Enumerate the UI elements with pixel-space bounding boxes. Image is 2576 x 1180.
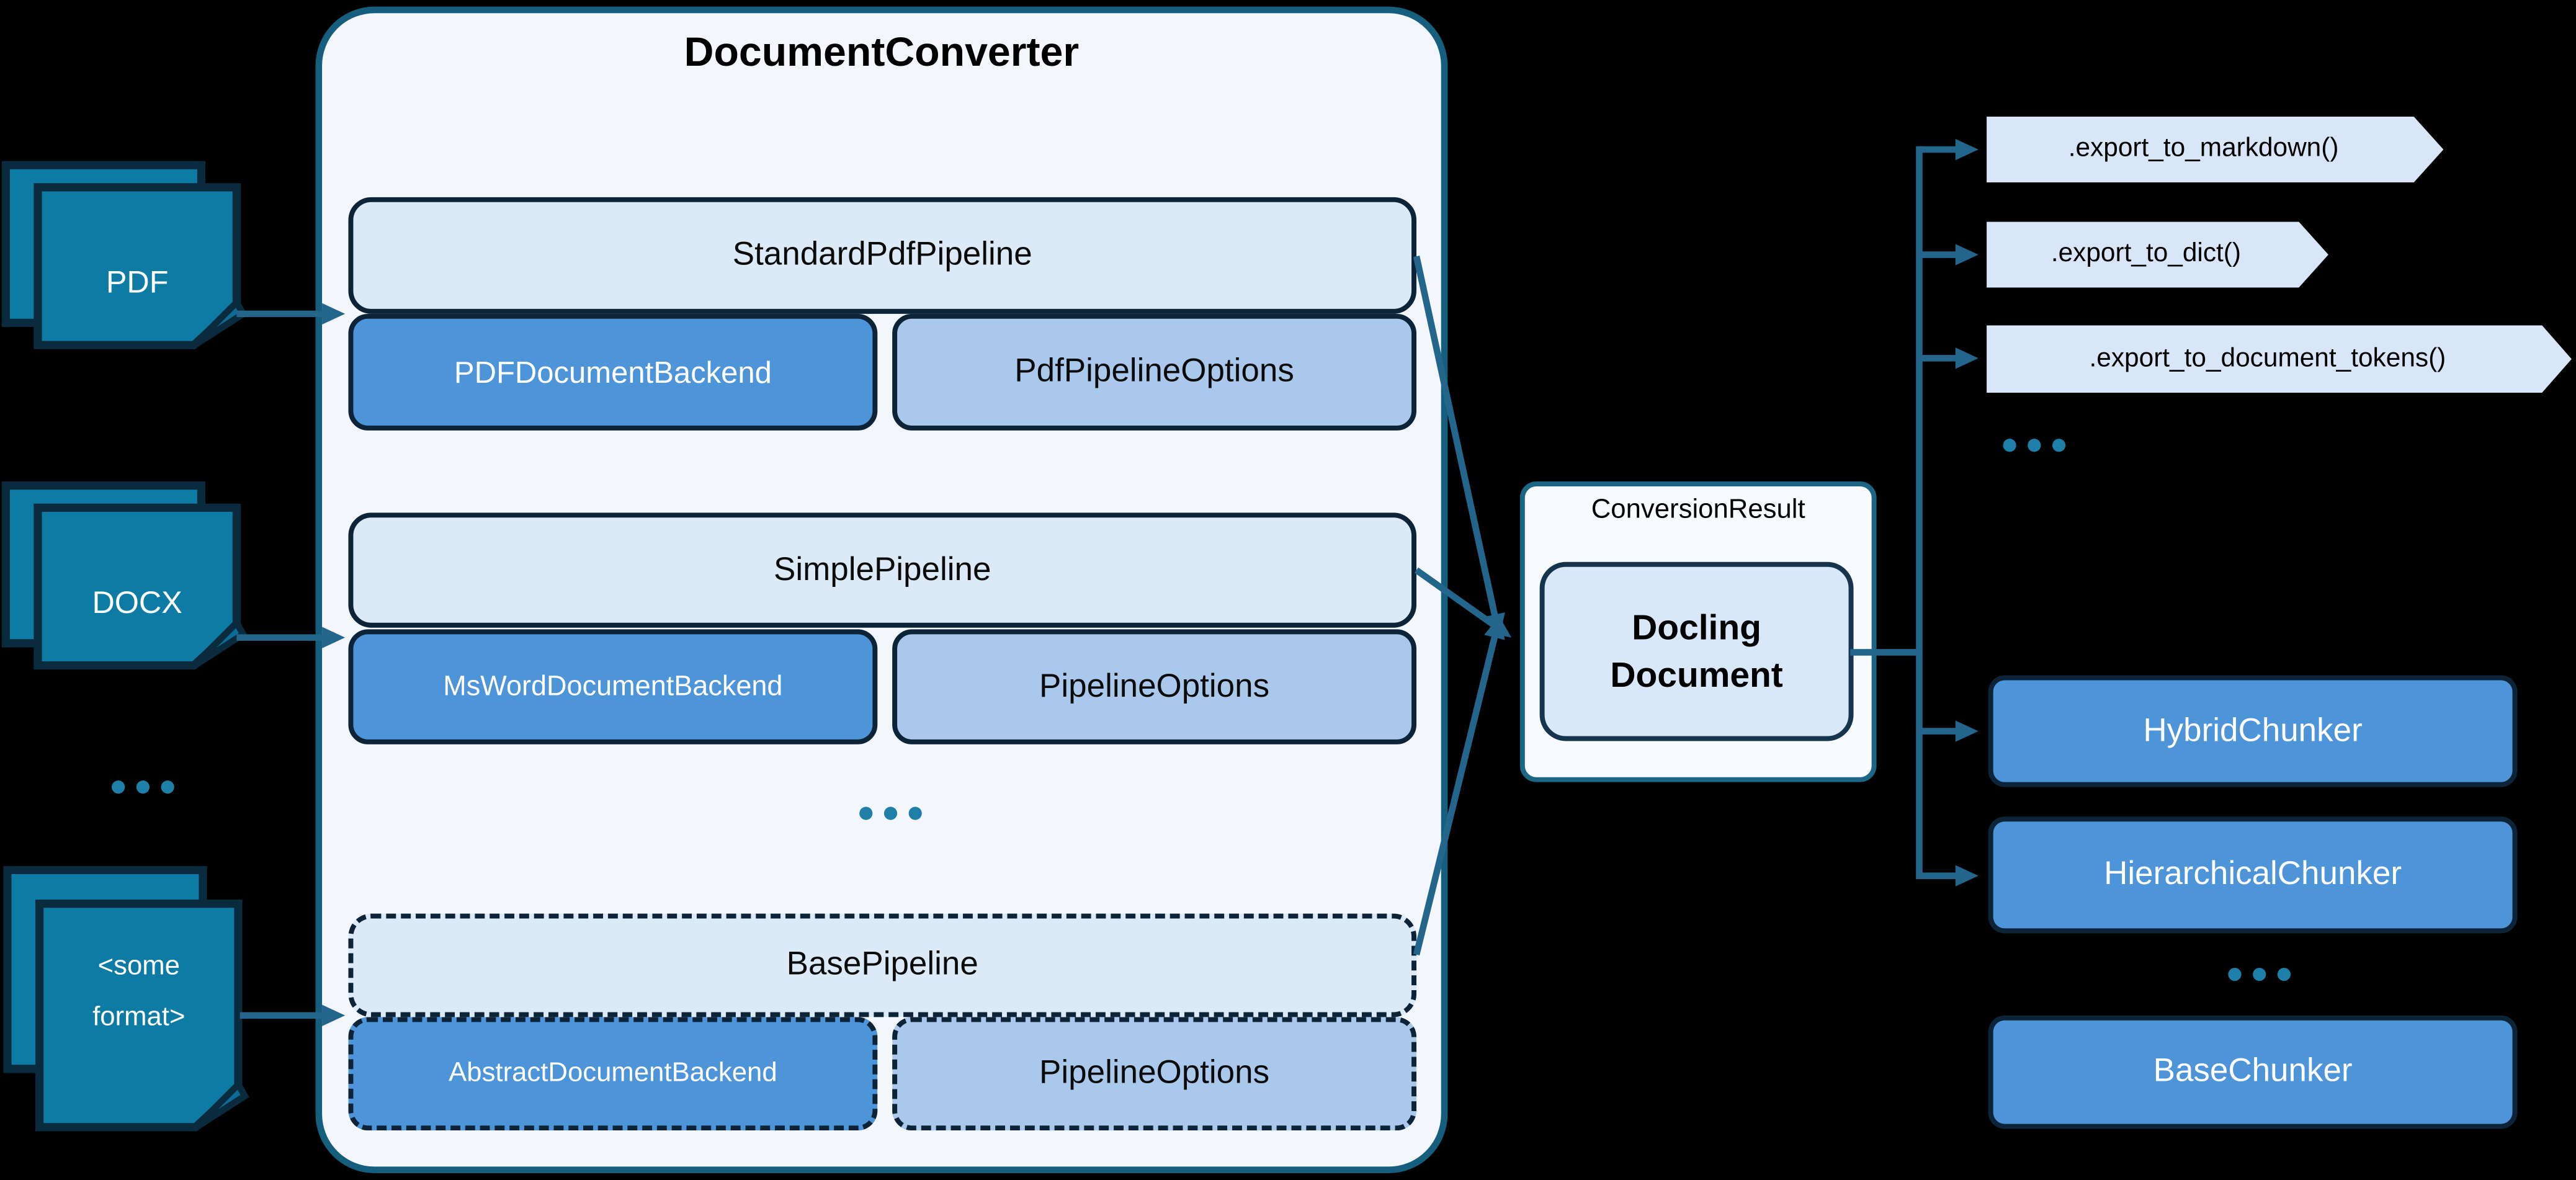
exports-ellipsis-icon — [2003, 439, 2066, 452]
export-to-markdown-tag: .export_to_markdown() — [1987, 117, 2443, 182]
input-label-someformat: <some format> — [40, 904, 238, 1109]
input-label-someformat-line2: format> — [92, 1001, 186, 1031]
box-pipeline-options: PipelineOptions — [892, 629, 1417, 744]
box-msword-document-backend: MsWordDocumentBackend — [348, 629, 878, 744]
box-abstract-document-backend: AbstractDocumentBackend — [348, 1017, 878, 1131]
input-label-someformat-line1: <some — [97, 950, 180, 980]
box-base-chunker: BaseChunker — [1988, 1015, 2518, 1129]
export-to-dict-tag: .export_to_dict() — [1987, 222, 2328, 288]
docling-document-box: Docling Document — [1539, 561, 1854, 741]
export-to-document-tokens-tag: .export_to_document_tokens() — [1987, 325, 2572, 393]
box-standard-pdf-pipeline: StandardPdfPipeline — [348, 197, 1417, 314]
box-hybrid-chunker: HybridChunker — [1988, 675, 2518, 787]
box-hierarchical-chunker: HierarchicalChunker — [1988, 816, 2518, 934]
box-simple-pipeline: SimplePipeline — [348, 512, 1417, 628]
docx-document-icon — [1, 481, 248, 670]
document-converter-title: DocumentConverter — [684, 29, 1080, 76]
box-base-pipeline: BasePipeline — [348, 913, 1417, 1017]
inputs-ellipsis-icon — [112, 780, 174, 794]
input-label-docx: DOCX — [92, 586, 182, 622]
conversion-result-label: ConversionResult — [1591, 494, 1805, 524]
box-pdf-pipeline-options: PdfPipelineOptions — [892, 313, 1417, 431]
docling-document-line2: Document — [1610, 655, 1783, 694]
box-base-pipeline-options: PipelineOptions — [892, 1017, 1417, 1131]
chunkers-ellipsis-icon — [2228, 967, 2291, 981]
input-label-pdf: PDF — [105, 266, 169, 301]
someformat-document-icon — [3, 865, 249, 1132]
pdf-document-icon — [1, 161, 248, 350]
box-pdf-document-backend: PDFDocumentBackend — [348, 313, 878, 431]
docling-document-line1: Docling — [1632, 608, 1761, 648]
converter-ellipsis-icon — [859, 807, 922, 820]
